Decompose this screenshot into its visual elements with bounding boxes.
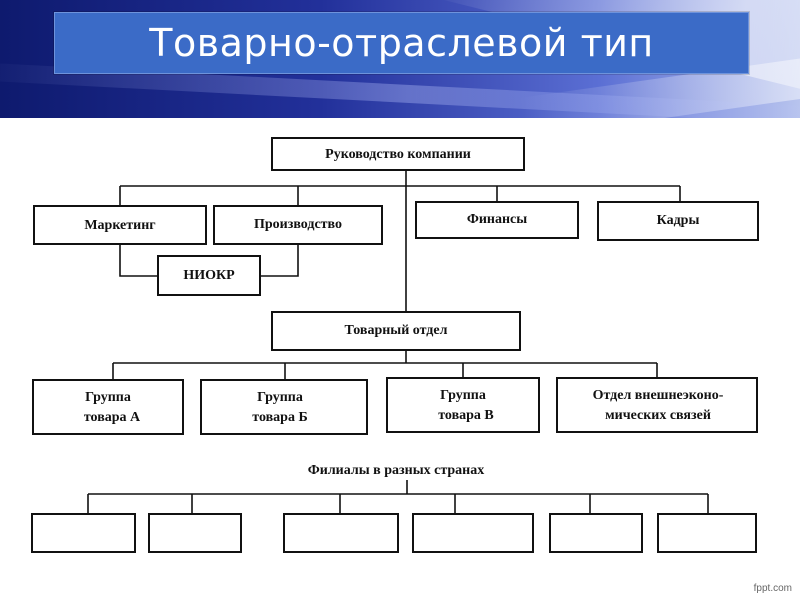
branch-box (657, 513, 757, 553)
node-group-c: Группа товара В (386, 377, 540, 433)
node-group-b: Группа товара Б (200, 379, 368, 435)
node-marketing: Маркетинг (33, 205, 207, 245)
node-management: Руководство компании (271, 137, 525, 171)
title-bar: Товарно-отраслевой тип (54, 12, 749, 74)
node-foreign-relations-line1: Отдел внешнеэконо- (593, 388, 724, 403)
footer-credit: fppt.com (753, 583, 792, 594)
node-finance: Финансы (415, 201, 579, 239)
branch-box (412, 513, 534, 553)
node-management-label: Руководство компании (325, 147, 471, 162)
node-foreign-relations: Отдел внешнеэконо- мических связей (556, 377, 758, 433)
node-hr-label: Кадры (657, 213, 700, 228)
node-group-b-line2: товара Б (252, 410, 307, 425)
node-production: Производство (213, 205, 383, 245)
node-group-c-line1: Группа (440, 388, 486, 403)
node-finance-label: Финансы (467, 212, 527, 227)
branch-box (31, 513, 136, 553)
node-product-dept: Товарный отдел (271, 311, 521, 351)
node-niokr: НИОКР (157, 255, 261, 296)
node-group-b-line1: Группа (257, 390, 303, 405)
node-group-a: Группа товара А (32, 379, 184, 435)
branch-box (283, 513, 399, 553)
node-foreign-relations-line2: мических связей (605, 408, 711, 423)
slide-header: Товарно-отраслевой тип (0, 0, 800, 118)
node-group-a-line1: Группа (85, 390, 131, 405)
node-group-c-line2: товара В (438, 408, 494, 423)
node-production-label: Производство (254, 217, 342, 232)
connector (119, 245, 158, 277)
connector-lines (87, 168, 709, 514)
node-group-a-line2: товара А (84, 410, 141, 425)
connector (260, 244, 299, 277)
node-niokr-label: НИОКР (183, 268, 235, 283)
node-product-dept-label: Товарный отдел (345, 323, 448, 338)
node-hr: Кадры (597, 201, 759, 241)
branches-caption: Филиалы в разных странах (308, 463, 485, 478)
branch-box (148, 513, 242, 553)
node-marketing-label: Маркетинг (84, 218, 155, 233)
branch-box (549, 513, 643, 553)
slide-title: Товарно-отраслевой тип (149, 21, 654, 65)
